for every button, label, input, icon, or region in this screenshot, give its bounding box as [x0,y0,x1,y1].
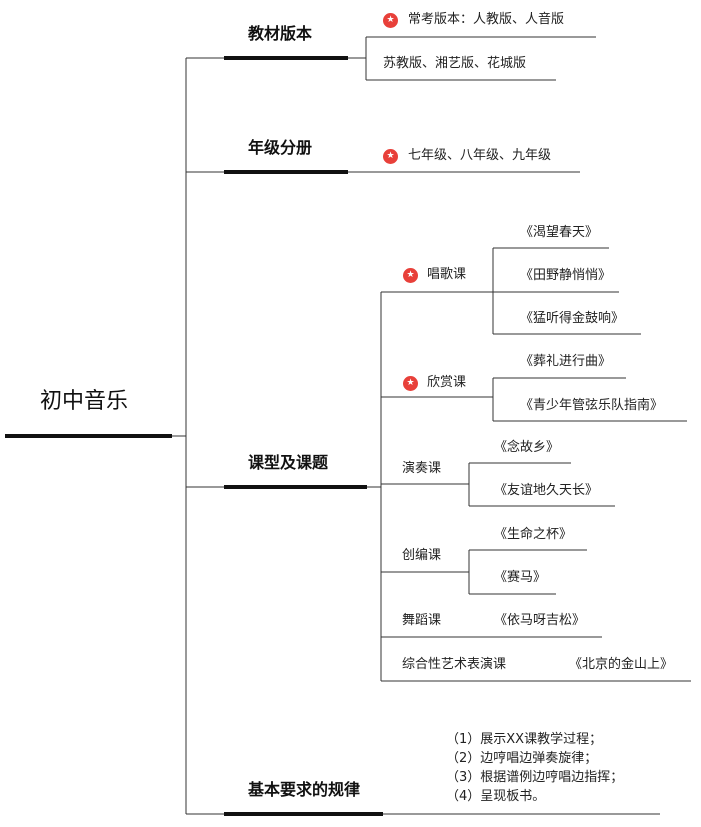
star-icon [383,13,398,28]
star-icon [383,149,398,164]
branch-grade-title: 年级分册 [248,138,313,157]
course-title: 《田野静悄悄》 [520,268,612,283]
course-title: 《赛马》 [494,570,547,585]
textbook-item: 苏教版、湘艺版、花城版 [383,56,527,71]
course-type: 舞蹈课 [402,613,442,628]
course-type: 演奏课 [402,461,442,476]
course-title: 《葬礼进行曲》 [520,354,612,369]
branch-textbook-title: 教材版本 [248,24,313,43]
course-title: 《青少年管弦乐队指南》 [520,398,664,413]
course-type: 欣赏课 [427,375,467,390]
course-title: 《渴望春天》 [520,225,599,240]
branch-course-title: 课型及课题 [248,453,329,472]
star-icon [403,268,418,283]
course-title: 《生命之杯》 [494,527,573,542]
requirement-item: （2）边哼唱边弹奏旋律； [446,751,598,766]
star-icon [403,376,418,391]
branch-requirements-title: 基本要求的规律 [248,780,361,799]
requirement-item: （4）呈现板书。 [446,789,546,804]
course-title: 《友谊地久天长》 [494,483,599,498]
textbook-item: 常考版本：人教版、人音版 [408,12,565,27]
course-title: 《念故乡》 [494,440,560,455]
course-title: 《北京的金山上》 [569,657,674,672]
course-title: 《猛听得金鼓响》 [520,311,625,326]
course-type: 创编课 [402,548,442,563]
course-title: 《依马呀吉松》 [494,613,586,628]
requirement-item: （3）根据谱例边哼唱边指挥； [446,770,624,785]
requirement-item: （1）展示XX课教学过程； [446,732,603,747]
course-type: 唱歌课 [427,267,467,282]
root-topic: 初中音乐 [40,389,129,414]
course-type: 综合性艺术表演课 [402,657,507,672]
grade-item: 七年级、八年级、九年级 [408,148,552,163]
